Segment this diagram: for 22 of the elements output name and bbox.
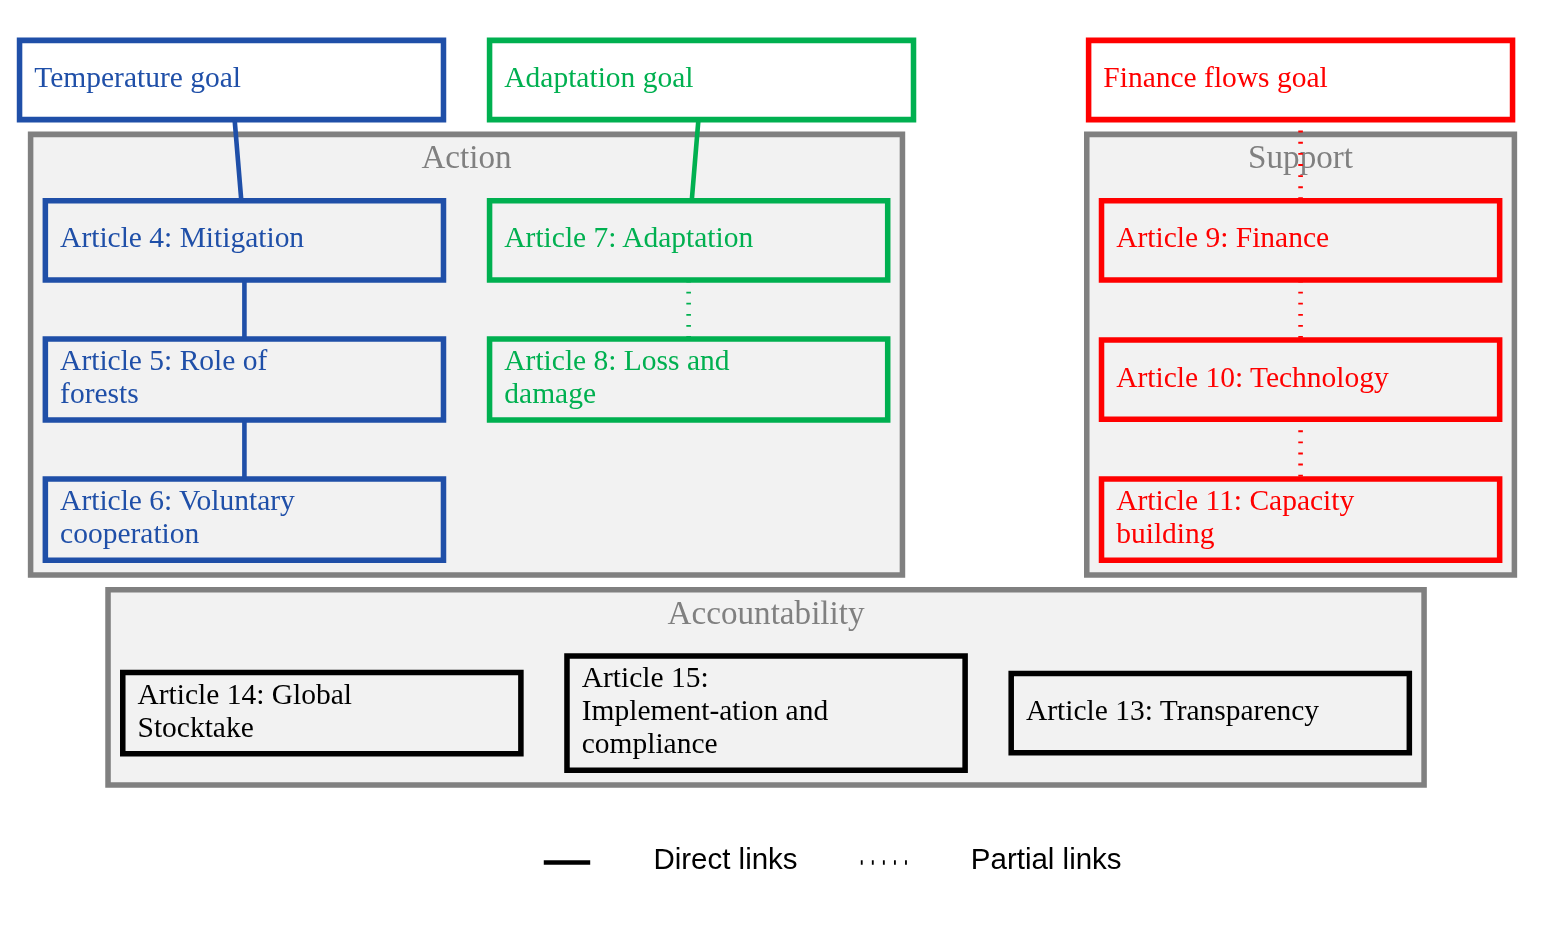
connector: [686, 280, 691, 339]
connector: [689, 119, 701, 201]
node-box: Article 10: Technology: [1098, 336, 1503, 422]
node-box: Adaptation goal: [486, 37, 917, 122]
node-box: Temperature goal: [16, 37, 447, 122]
node-box: Article 13: Transparency: [1008, 670, 1413, 756]
connector: [242, 419, 247, 479]
node-box: Article 11: Capacity building: [1098, 475, 1503, 563]
node-box: Article 5: Role of forests: [42, 335, 447, 423]
node-box: Finance flows goal: [1085, 37, 1516, 122]
node-box: Article 14: Global Stocktake: [120, 669, 524, 756]
connector: [242, 280, 247, 339]
node-box: Article 15: Implement-ation and compliance: [564, 652, 968, 773]
node-box: Article 6: Voluntary cooperation: [42, 475, 447, 563]
node-box: Article 8: Loss and damage: [486, 335, 891, 423]
node-box: Article 4: Mitigation: [42, 197, 447, 283]
connector: [1298, 280, 1303, 340]
node-box: Article 7: Adaptation: [486, 197, 891, 283]
legend-label: Partial links: [970, 841, 1122, 875]
node-box: Article 9: Finance: [1098, 197, 1503, 283]
connector: [232, 119, 244, 201]
legend-label: Direct links: [653, 841, 798, 875]
